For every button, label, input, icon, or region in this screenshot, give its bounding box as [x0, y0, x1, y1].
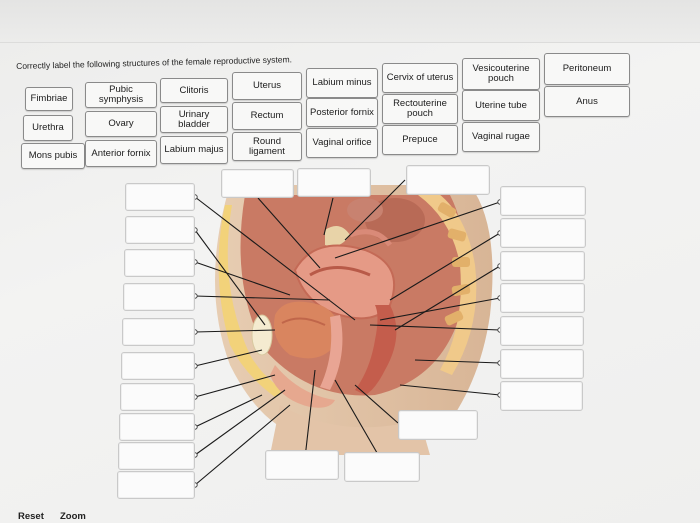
drop-target-3[interactable]	[124, 249, 195, 277]
zoom-button[interactable]: Zoom	[60, 511, 86, 522]
drop-target-6[interactable]	[121, 352, 195, 380]
drop-target-19[interactable]	[500, 349, 584, 379]
label-chip-prepuce[interactable]: Prepuce	[382, 125, 458, 155]
label-chip-rectouterine-pouch[interactable]: Rectouterine pouch	[382, 94, 458, 124]
drop-target-16[interactable]	[500, 251, 585, 281]
label-chip-anus[interactable]: Anus	[544, 86, 630, 117]
label-chip-clitoris[interactable]: Clitoris	[160, 78, 228, 103]
drop-target-20[interactable]	[500, 381, 583, 411]
label-chip-ovary[interactable]: Ovary	[85, 111, 157, 137]
label-chip-vaginal-orifice[interactable]: Vaginal orifice	[306, 128, 378, 158]
label-chip-mons-pubis[interactable]: Mons pubis	[21, 143, 85, 169]
label-chip-fimbriae[interactable]: Fimbriae	[25, 87, 73, 111]
label-chip-cervix-of-uterus[interactable]: Cervix of uterus	[382, 63, 458, 93]
drop-target-10[interactable]	[117, 471, 195, 499]
drop-target-23[interactable]	[344, 452, 420, 482]
label-chip-urethra[interactable]: Urethra	[23, 115, 73, 141]
label-chip-urinary-bladder[interactable]: Urinary bladder	[160, 106, 228, 133]
label-chip-round-ligament[interactable]: Round ligament	[232, 132, 302, 161]
drop-target-15[interactable]	[500, 218, 586, 248]
label-chip-rectum[interactable]: Rectum	[232, 102, 302, 130]
drop-target-21[interactable]	[398, 410, 478, 440]
label-chip-uterus[interactable]: Uterus	[232, 72, 302, 100]
label-chip-vesicouterine-pouch[interactable]: Vesicouterine pouch	[462, 58, 540, 90]
drop-target-1[interactable]	[125, 183, 195, 211]
label-chip-labium-minus[interactable]: Labium minus	[306, 68, 378, 98]
browser-top-band	[0, 0, 700, 43]
drop-target-13[interactable]	[406, 165, 490, 195]
drop-target-11[interactable]	[221, 169, 294, 198]
drop-target-17[interactable]	[500, 283, 585, 313]
label-chip-anterior-fornix[interactable]: Anterior fornix	[85, 140, 157, 167]
drop-target-18[interactable]	[500, 316, 584, 346]
label-chip-labium-majus[interactable]: Labium majus	[160, 136, 228, 164]
label-chip-vaginal-rugae[interactable]: Vaginal rugae	[462, 122, 540, 152]
drop-target-22[interactable]	[265, 450, 339, 480]
label-chip-pubic-symphysis[interactable]: Pubic symphysis	[85, 82, 157, 108]
reset-button[interactable]: Reset	[18, 511, 44, 522]
drop-target-14[interactable]	[500, 186, 586, 216]
drop-target-5[interactable]	[122, 318, 195, 346]
drop-target-7[interactable]	[120, 383, 195, 411]
drop-target-9[interactable]	[118, 442, 195, 470]
label-chip-uterine-tube[interactable]: Uterine tube	[462, 90, 540, 121]
drop-target-8[interactable]	[119, 413, 195, 441]
label-chip-peritoneum[interactable]: Peritoneum	[544, 53, 630, 85]
drop-target-4[interactable]	[123, 283, 195, 311]
drop-target-12[interactable]	[297, 168, 371, 197]
drop-target-2[interactable]	[125, 216, 195, 244]
label-chip-posterior-fornix[interactable]: Posterior fornix	[306, 98, 378, 127]
